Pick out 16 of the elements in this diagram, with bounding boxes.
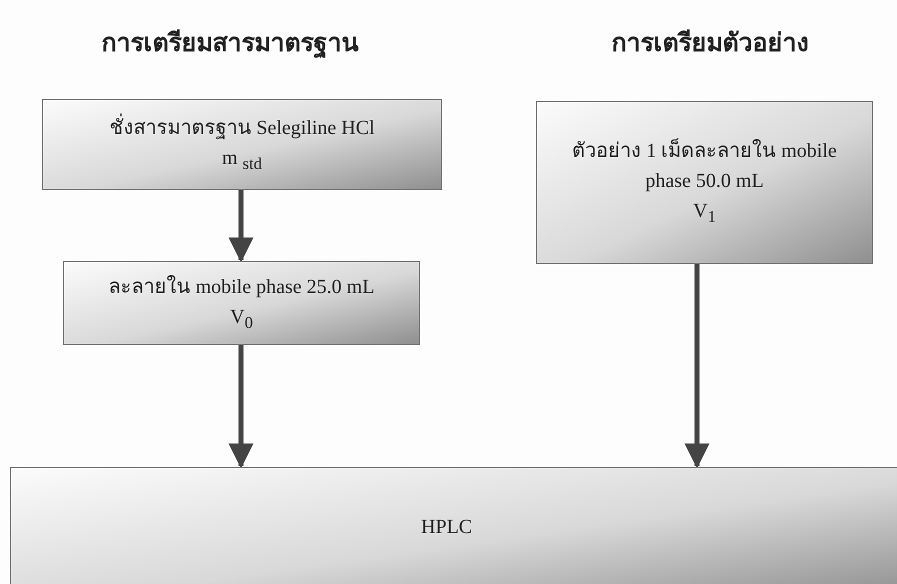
step-text: ตัวอย่าง 1 เม็ดละลายใน mobile phase 50.0 mL (571, 137, 838, 194)
column-heading: การเตรียมสารมาตรฐาน (100, 28, 360, 60)
arrow (684, 264, 710, 468)
step-text: m $_{std}$ (222, 146, 262, 175)
column-heading: การเตรียมตัวอย่าง (610, 28, 810, 59)
step-text: V$_{0}$ (230, 304, 253, 334)
step-text: ชั่งสารมาตรฐาน Selegiline HCl (109, 113, 375, 143)
arrow (228, 190, 254, 262)
step-text: V$_{1}$ (693, 199, 716, 228)
step-text: HPLC (421, 515, 472, 540)
process-box (42, 99, 442, 190)
process-box (10, 467, 897, 584)
process-box (536, 101, 873, 264)
step-text: ละลายใน mobile phase 25.0 mL (108, 274, 374, 300)
process-box (63, 261, 420, 345)
arrow (228, 345, 254, 468)
